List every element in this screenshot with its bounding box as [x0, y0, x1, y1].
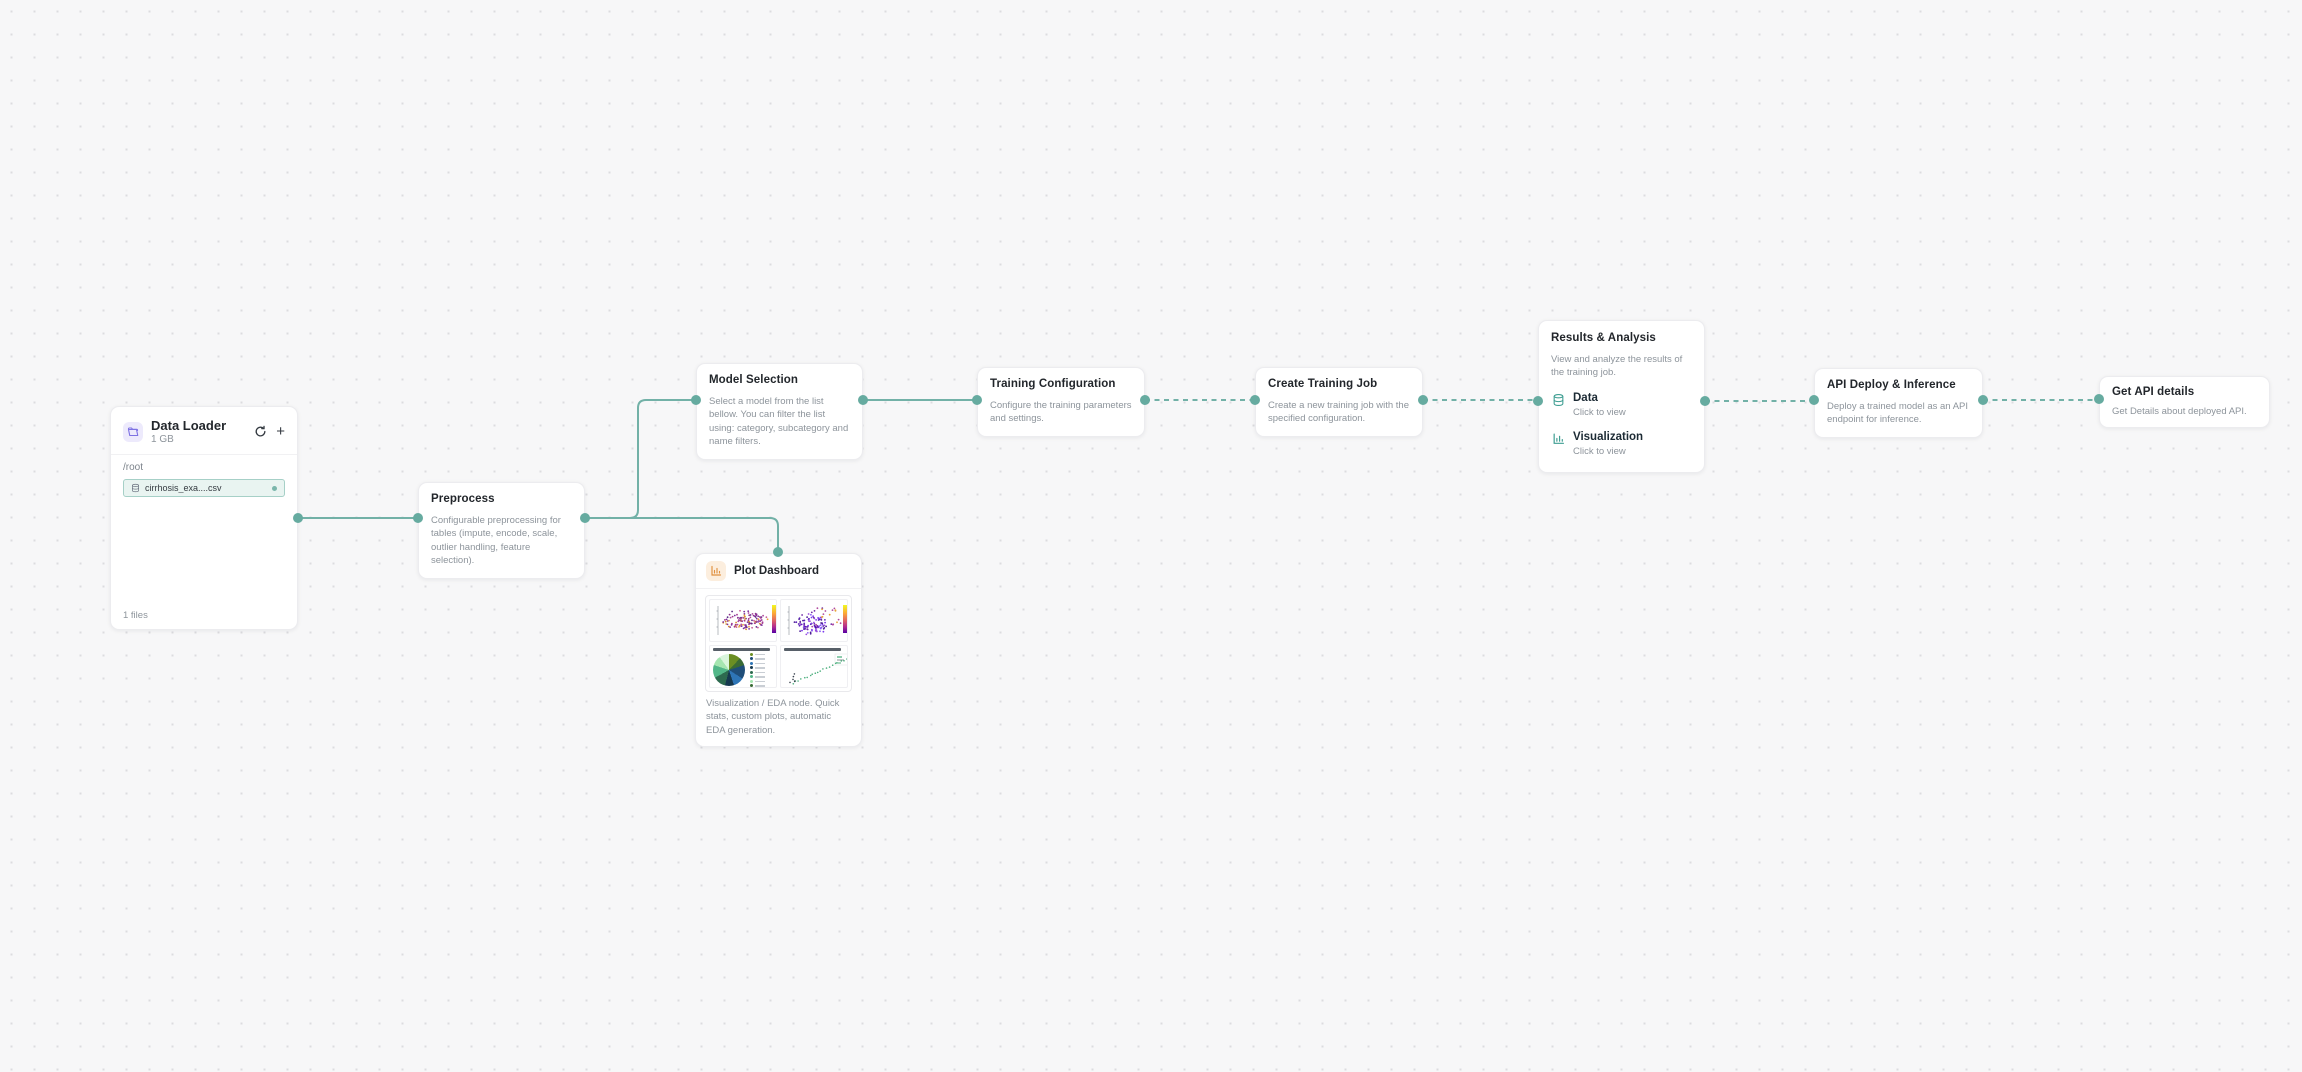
port-create-training-job-output[interactable]: [1418, 395, 1428, 405]
node-create-training-job[interactable]: Create Training Job Create a new trainin…: [1255, 367, 1423, 437]
data-loader-header: Data Loader 1 GB +: [111, 407, 297, 454]
plot-dashboard-description: Visualization / EDA node. Quick stats, c…: [706, 698, 840, 736]
api-deploy-title: API Deploy & Inference: [1827, 379, 1956, 391]
node-model-selection[interactable]: Model Selection Select a model from the …: [696, 363, 863, 460]
results-analysis-description: View and analyze the results of the trai…: [1551, 354, 1683, 379]
data-loader-divider: [111, 454, 297, 455]
folder-icon: [123, 421, 143, 442]
pie-legend: [750, 652, 765, 687]
data-loader-title: Data Loader: [151, 418, 227, 433]
results-visualization-hint: Click to view: [1573, 445, 1626, 457]
model-selection-description: Select a model from the list bellow. You…: [709, 396, 849, 448]
plot-dashboard-title: Plot Dashboard: [734, 565, 819, 577]
results-data-hint: Click to view: [1573, 406, 1626, 418]
port-data-loader-output[interactable]: [293, 513, 303, 523]
node-data-loader[interactable]: Data Loader 1 GB + /root cirrhosis_exa..…: [110, 406, 298, 630]
refresh-icon[interactable]: [254, 425, 267, 438]
port-results-analysis-input[interactable]: [1533, 396, 1543, 406]
node-preprocess[interactable]: Preprocess Configurable preprocessing fo…: [418, 482, 585, 579]
port-api-deploy-output[interactable]: [1978, 395, 1988, 405]
port-create-training-job-input[interactable]: [1250, 395, 1260, 405]
node-api-deploy-inference[interactable]: API Deploy & Inference Deploy a trained …: [1814, 368, 1983, 438]
get-api-details-title: Get API details: [2112, 386, 2195, 398]
file-row[interactable]: cirrhosis_exa....csv: [123, 479, 285, 497]
bar-chart-icon: [706, 561, 726, 581]
port-preprocess-output[interactable]: [580, 513, 590, 523]
preprocess-title: Preprocess: [431, 493, 495, 505]
port-training-configuration-output[interactable]: [1140, 395, 1150, 405]
current-path-label: /root: [123, 462, 144, 473]
get-api-details-description: Get Details about deployed API.: [2112, 406, 2247, 417]
port-training-configuration-input[interactable]: [972, 395, 982, 405]
port-model-selection-input[interactable]: [691, 395, 701, 405]
pie-chart: [713, 654, 745, 686]
results-visualization-item[interactable]: Visualization Click to view: [1551, 431, 1692, 457]
file-name: cirrhosis_exa....csv: [145, 483, 222, 493]
create-training-job-title: Create Training Job: [1268, 378, 1378, 390]
api-deploy-description: Deploy a trained model as an API endpoin…: [1827, 401, 1969, 426]
port-api-deploy-input[interactable]: [1809, 395, 1819, 405]
scatter-plot-thumbnail-1[interactable]: [709, 599, 777, 642]
regression-plot-thumbnail[interactable]: [780, 645, 848, 688]
scatter-plot-thumbnail-2[interactable]: [780, 599, 848, 642]
data-loader-size: 1 GB: [151, 434, 174, 445]
results-analysis-title: Results & Analysis: [1551, 332, 1656, 344]
model-selection-title: Model Selection: [709, 374, 799, 386]
training-configuration-description: Configure the training parameters and se…: [990, 400, 1132, 425]
port-plot-dashboard-input[interactable]: [773, 547, 783, 557]
file-count-label: 1 files: [123, 610, 148, 621]
results-data-item[interactable]: Data Click to view: [1551, 392, 1692, 418]
file-database-icon: [132, 483, 139, 493]
port-model-selection-output[interactable]: [858, 395, 868, 405]
bar-chart-icon: [1551, 431, 1565, 457]
edge-preprocess-to-plot-dashboard: [585, 517, 779, 552]
node-get-api-details[interactable]: Get API details Get Details about deploy…: [2099, 376, 2270, 429]
port-results-analysis-output[interactable]: [1700, 396, 1710, 406]
regression-plot-thumbnail-title: [784, 648, 841, 651]
training-configuration-title: Training Configuration: [990, 378, 1116, 390]
database-icon: [1551, 392, 1565, 418]
port-preprocess-input[interactable]: [413, 513, 423, 523]
results-data-label: Data: [1573, 391, 1598, 404]
plus-icon[interactable]: +: [276, 423, 285, 440]
pie-chart-thumbnail-title: [713, 648, 770, 651]
create-training-job-description: Create a new training job with the speci…: [1268, 400, 1409, 425]
port-get-api-details-input[interactable]: [2094, 394, 2104, 404]
file-status-dot: [272, 485, 277, 491]
results-visualization-label: Visualization: [1573, 430, 1644, 443]
node-results-analysis[interactable]: Results & Analysis View and analyze the …: [1538, 320, 1705, 473]
eda-thumbnails-panel[interactable]: [705, 595, 852, 692]
node-training-configuration[interactable]: Training Configuration Configure the tra…: [977, 367, 1145, 437]
node-plot-dashboard[interactable]: Plot Dashboard: [695, 553, 862, 748]
pie-chart-thumbnail[interactable]: [709, 645, 777, 688]
preprocess-description: Configurable preprocessing for tables (i…: [431, 515, 561, 567]
